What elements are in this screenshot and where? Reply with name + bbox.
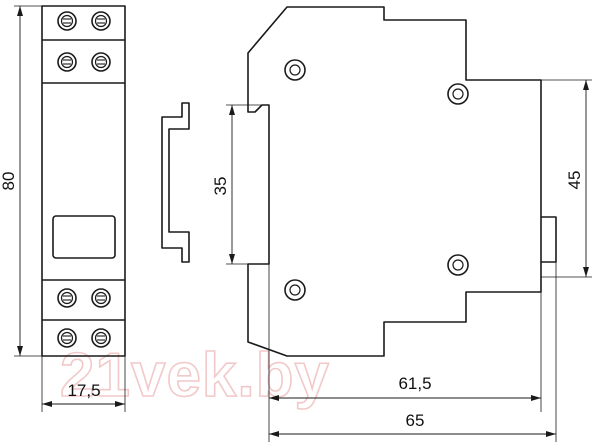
terminal-screw-icon <box>57 52 77 72</box>
side-body-outline <box>247 6 557 357</box>
dimension-label-45: 45 <box>565 171 584 190</box>
front-body-outline <box>41 5 126 357</box>
dimension-side-height: 45 <box>541 79 592 278</box>
din-rail-profile <box>161 102 190 263</box>
terminal-screw-icon <box>57 288 77 308</box>
dimension-side-depth: 61,5 65 <box>268 262 557 442</box>
dimension-rail-height: 35 <box>211 104 262 265</box>
front-window <box>52 215 116 259</box>
terminal-screw-icon <box>91 328 111 348</box>
side-view <box>247 6 557 357</box>
dimension-width-front: 17,5 <box>41 356 126 412</box>
terminal-screw-icon <box>91 52 111 72</box>
dimension-label-35: 35 <box>211 177 230 196</box>
dimension-label-61-5: 61,5 <box>398 374 431 393</box>
side-screw-icon <box>284 279 306 301</box>
dimension-height-front: 80 <box>0 5 42 357</box>
terminal-screw-icon <box>91 11 111 31</box>
side-screw-icon <box>447 83 469 105</box>
front-view <box>41 5 126 357</box>
dimension-label-65: 65 <box>406 411 425 430</box>
terminal-screw-icon <box>57 328 77 348</box>
terminal-screw-icon <box>91 288 111 308</box>
terminal-screw-icon <box>57 11 77 31</box>
dimension-label-17-5: 17,5 <box>67 381 100 400</box>
dimension-label-80: 80 <box>0 172 18 191</box>
side-screw-icon <box>447 254 469 276</box>
side-screw-icon <box>284 59 306 81</box>
watermark: 21vek.by <box>60 341 330 410</box>
